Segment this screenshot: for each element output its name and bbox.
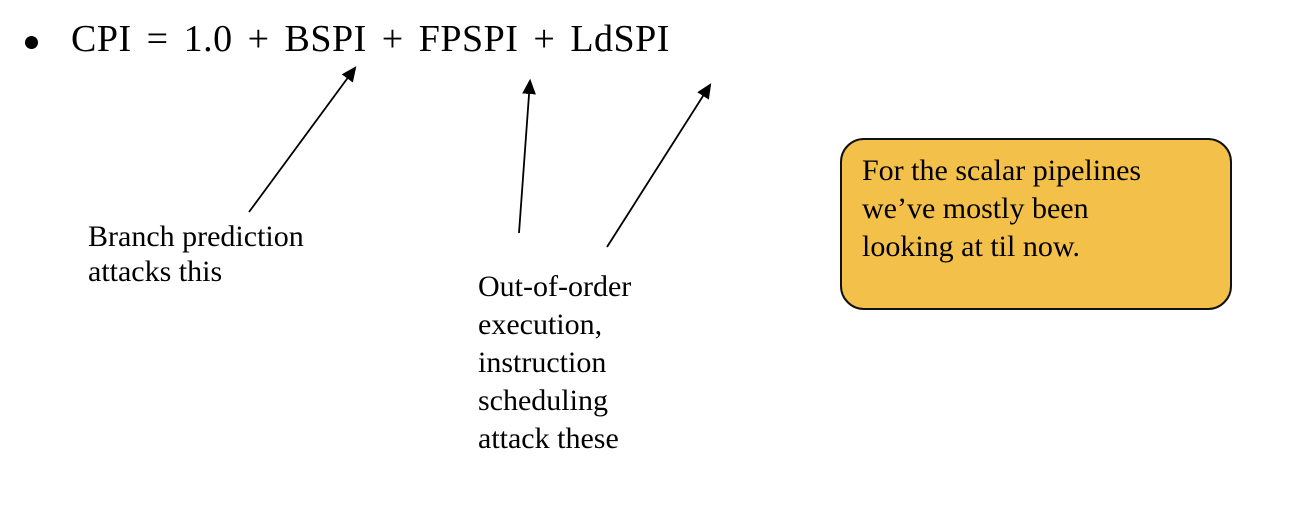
formula-text: CPI = 1.0 + BSPI + FPSPI + LdSPI bbox=[71, 18, 670, 60]
annotation-out-of-order: Out-of-order execution, instruction sche… bbox=[478, 270, 632, 455]
arrow-to-bspi bbox=[248, 66, 357, 213]
annotation-branch-prediction: Branch prediction attacks this bbox=[88, 220, 304, 288]
callout-text: For the scalar pipelines we’ve mostly be… bbox=[862, 154, 1142, 263]
arrow-to-fpspi bbox=[518, 78, 536, 234]
arrow-to-ldspi bbox=[606, 83, 712, 248]
callout-box: For the scalar pipelines we’ve mostly be… bbox=[840, 138, 1232, 310]
bullet-icon bbox=[25, 36, 38, 49]
